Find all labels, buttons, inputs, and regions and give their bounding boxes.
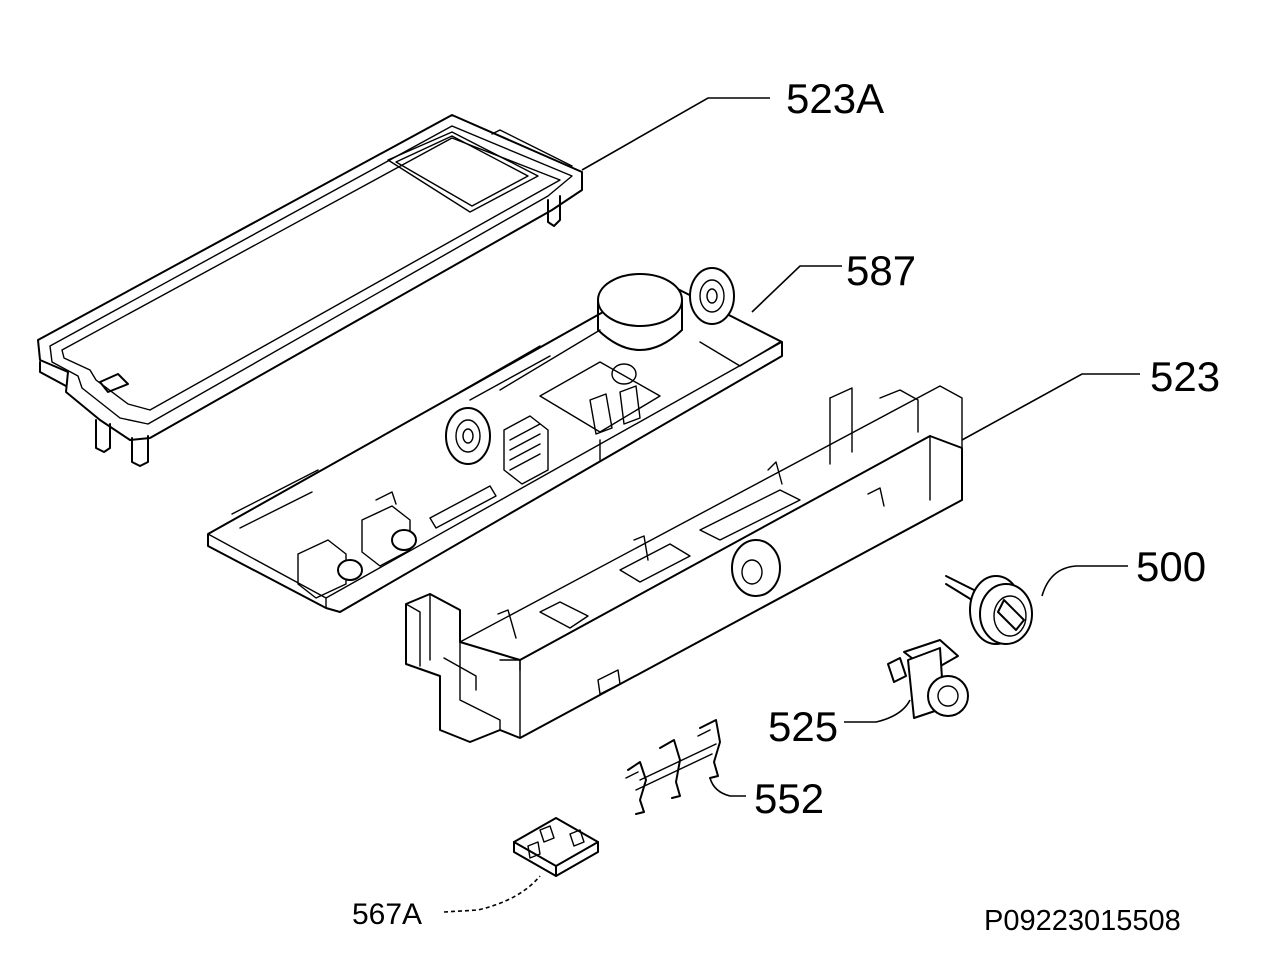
callout-567a: 567A [352, 898, 422, 931]
part-knob-500 [945, 575, 1033, 645]
part-module-567a [513, 817, 599, 877]
callout-523: 523 [1150, 353, 1220, 400]
callout-500: 500 [1136, 543, 1206, 590]
part-contacts-552 [625, 719, 721, 815]
part-frame-523 [405, 385, 963, 743]
leader-lines [443, 97, 1140, 913]
callout-525: 525 [768, 703, 838, 750]
part-board-587 [207, 267, 783, 613]
part-cover-523a [37, 114, 583, 467]
callout-587: 587 [846, 247, 916, 294]
callout-523a: 523A [786, 75, 884, 122]
document-code: P09223015508 [984, 905, 1181, 937]
part-button-525 [887, 639, 969, 719]
callout-552: 552 [754, 775, 824, 822]
